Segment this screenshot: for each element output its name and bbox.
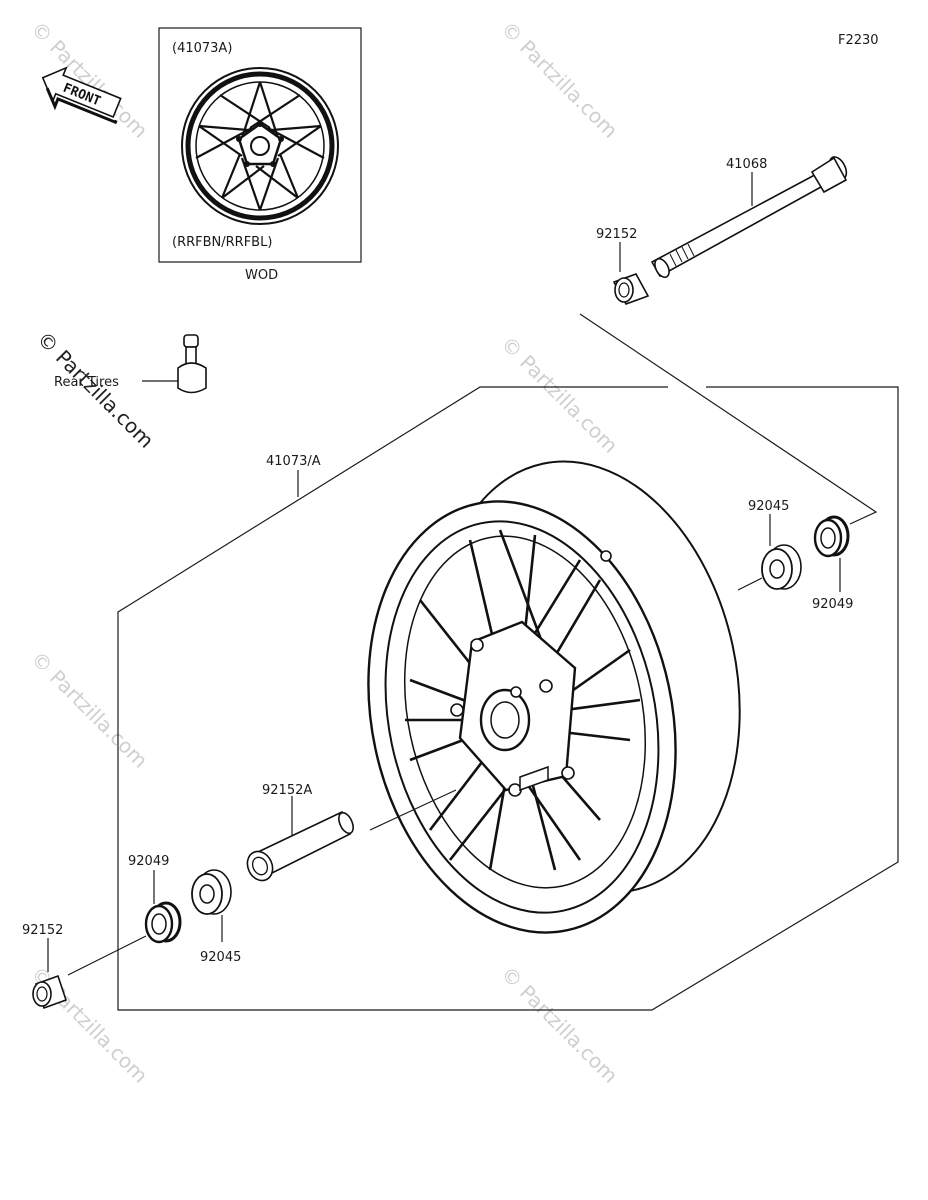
label-collar-top: 92152	[596, 227, 637, 242]
collar-bottom: 92152	[22, 923, 147, 1010]
watermark-7: © Partzilla.com	[496, 962, 622, 1088]
watermark-3: © Partzilla.com	[496, 332, 622, 458]
label-axle: 41068	[726, 157, 767, 172]
tire-valve: Rear Tires	[54, 334, 207, 394]
label-collar-bottom: 92152	[22, 923, 63, 938]
assembly-frame	[117, 313, 899, 1011]
inset-bottom-label: (RRFBN/RRFBL)	[172, 235, 272, 250]
front-arrow: FRONT	[41, 66, 122, 125]
axle: 41068	[650, 156, 848, 279]
bearing-left: 92045	[191, 869, 241, 965]
label-seal-left: 92049	[128, 854, 169, 869]
watermark-2: © Partzilla.com	[496, 17, 622, 143]
label-bearing-left: 92045	[200, 950, 241, 965]
spacer: 92152A	[246, 783, 457, 882]
inset-panel: (41073A) (RRFBN/RRFBL) WOD	[158, 27, 362, 283]
label-bearing-right: 92045	[748, 499, 789, 514]
label-spacer: 92152A	[262, 783, 312, 798]
seal-left: 92049	[128, 854, 182, 944]
bearing-right: 92045	[737, 499, 802, 591]
seal-right: 92049	[812, 515, 853, 612]
diagram-code: F2230	[838, 33, 879, 48]
inset-caption: WOD	[245, 268, 278, 283]
label-wheel: 41073/A	[266, 454, 321, 469]
valve-label: Rear Tires	[54, 375, 119, 390]
inset-wheel-icon	[181, 67, 339, 225]
inset-top-label: (41073A)	[172, 41, 232, 56]
collar-top: 92152	[596, 227, 650, 305]
watermark-4: © Partzilla.com	[26, 647, 152, 773]
wheel: 41073/A	[266, 454, 741, 934]
label-seal-right: 92049	[812, 597, 853, 612]
